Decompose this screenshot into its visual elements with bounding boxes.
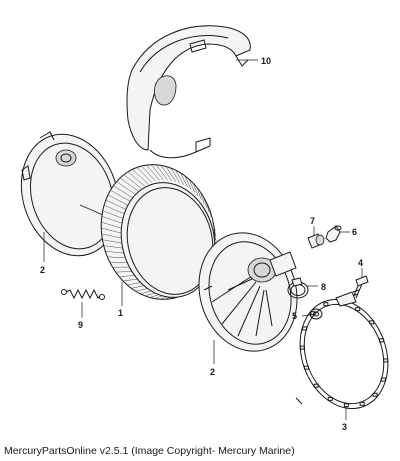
fitting-part-7	[307, 233, 325, 249]
end-cap-left-part-2	[20, 131, 120, 257]
hose-clamp-part-8	[287, 277, 309, 299]
callout-9: 9	[78, 320, 83, 330]
exploded-parts-diagram: 10 2 1 9 2 7 6 8 4 5 3	[20, 25, 389, 432]
callout-7: 7	[310, 216, 315, 226]
callout-8: 8	[321, 282, 326, 292]
spring-part-9	[61, 288, 105, 300]
leader-5	[301, 314, 311, 317]
callout-4: 4	[358, 258, 363, 268]
band-ring-tabs	[299, 300, 389, 408]
callout-5: 5	[292, 311, 297, 321]
callout-3: 3	[342, 422, 347, 432]
filter-element-part-1	[100, 164, 217, 300]
callout-2-left: 2	[40, 265, 45, 275]
callout-1: 1	[118, 308, 123, 318]
end-cap-right-part-2	[198, 232, 298, 352]
band-ring-part-3	[295, 291, 389, 410]
image-caption: MercuryPartsOnline v2.5.1 (Image Copyrig…	[4, 445, 295, 457]
callout-6: 6	[352, 227, 357, 237]
elbow-fitting-part-6	[325, 225, 342, 243]
callout-2-right: 2	[210, 367, 215, 377]
cover-part-10	[126, 25, 251, 159]
bolt-part-4	[351, 275, 369, 301]
callout-10: 10	[261, 56, 271, 66]
